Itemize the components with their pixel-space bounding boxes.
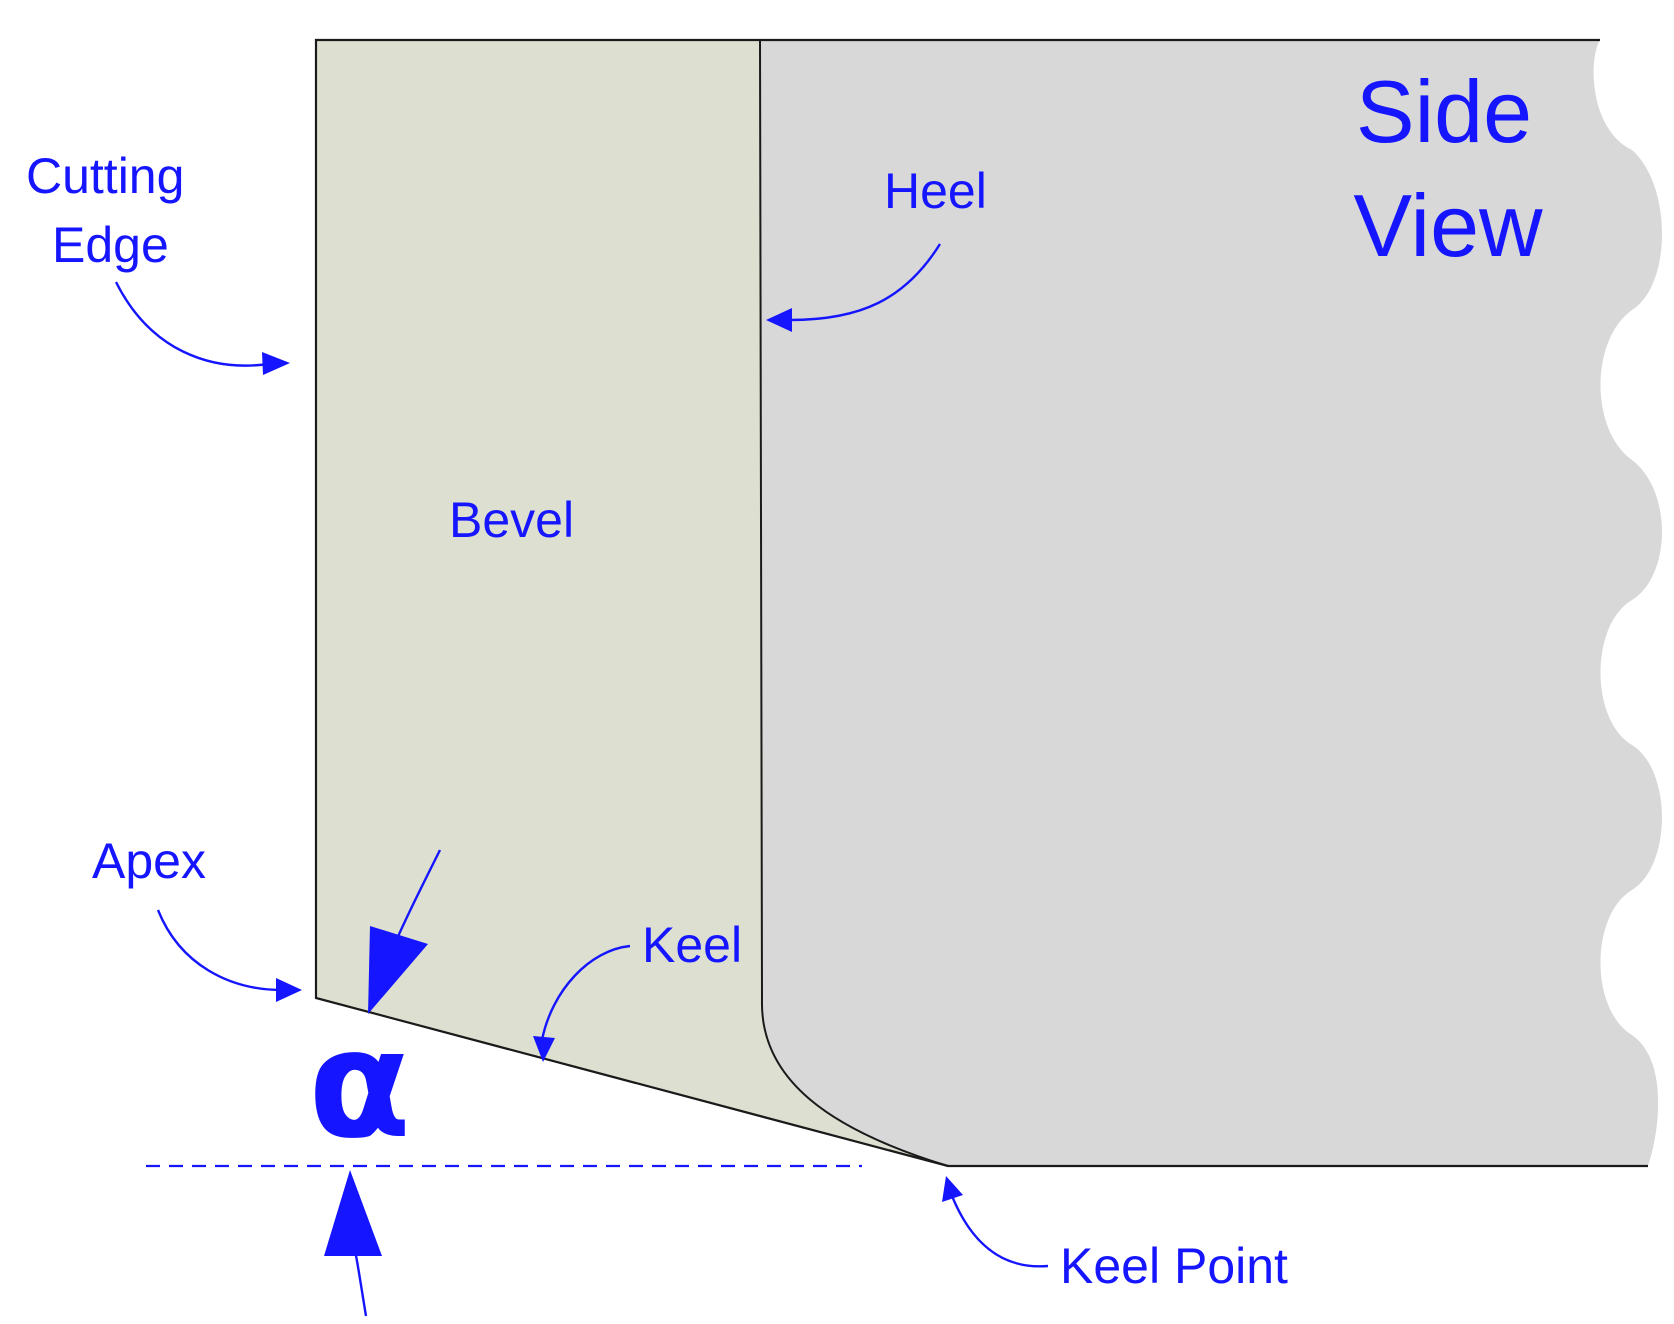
apex-leader: [156, 909, 283, 992]
heel-label: Heel: [884, 163, 987, 219]
bevel-face: [316, 40, 948, 1166]
heel-leader: [789, 243, 942, 322]
keel-label: Keel: [642, 917, 742, 973]
angle-alpha-symbol: α: [308, 998, 411, 1172]
cutting-edge-label-line2: Edge: [52, 217, 169, 273]
cutting-edge-label-line1: Cutting: [26, 148, 184, 204]
bevel-label: Bevel: [449, 492, 574, 548]
angle-lower-arrowhead: [324, 1170, 382, 1256]
heel-arrowhead: [766, 308, 792, 332]
title-line2: View: [1353, 176, 1543, 275]
heel-line: [759, 39, 949, 1167]
cutting-edge-arrowhead: [262, 352, 290, 375]
apex-label: Apex: [92, 833, 206, 889]
blade-outline: [314, 38, 1648, 1168]
angle-upper-arrowhead: [368, 926, 428, 1014]
keel-point-arrowhead: [942, 1176, 963, 1202]
apex-arrowhead: [276, 978, 302, 1002]
keel-point-label: Keel Point: [1060, 1238, 1288, 1294]
keel-point-leader: [950, 1195, 1049, 1268]
title-line1: Side: [1356, 62, 1532, 161]
cutting-edge-leader: [114, 281, 269, 367]
blade-body: [760, 40, 1662, 1166]
keel-leader: [540, 944, 631, 1041]
keel-arrowhead: [533, 1036, 555, 1062]
